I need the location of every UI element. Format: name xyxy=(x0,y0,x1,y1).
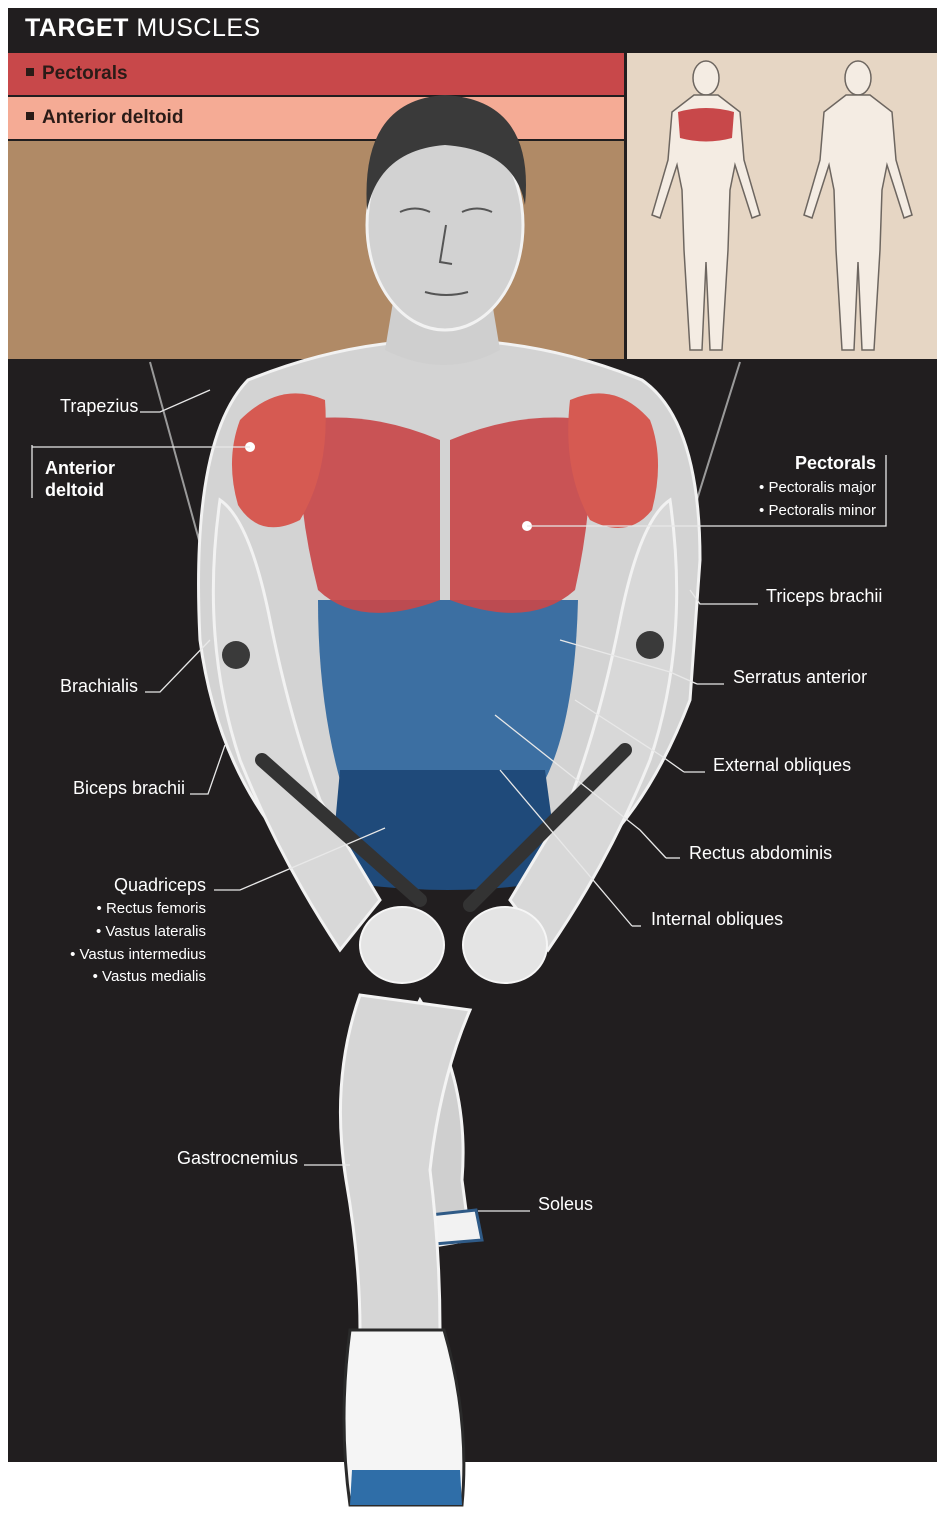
label-soleus: Soleus xyxy=(538,1194,593,1215)
hand-left xyxy=(360,907,444,983)
label-external-obliques: External obliques xyxy=(713,755,851,776)
label-vastus-intermedius: • Vastus intermedius xyxy=(40,943,206,966)
label-vastus-medialis: • Vastus medialis xyxy=(40,965,206,988)
label-pectorals: Pectorals xyxy=(700,453,876,474)
label-rectus-abdominis: Rectus abdominis xyxy=(689,843,832,864)
label-anterior-deltoid-line2: deltoid xyxy=(45,480,104,501)
label-brachialis: Brachialis xyxy=(60,676,138,697)
abdomen xyxy=(318,600,578,780)
label-triceps-brachii: Triceps brachii xyxy=(766,586,882,607)
label-biceps-brachii: Biceps brachii xyxy=(73,778,185,799)
body-map-front xyxy=(652,61,760,350)
label-gastrocnemius: Gastrocnemius xyxy=(177,1148,298,1169)
label-vastus-lateralis: • Vastus lateralis xyxy=(40,920,206,943)
label-serratus-anterior: Serratus anterior xyxy=(733,667,867,688)
label-anterior-deltoid-line1: Anterior xyxy=(45,458,115,479)
label-internal-obliques: Internal obliques xyxy=(651,909,783,930)
label-pectoralis-major: • Pectoralis major xyxy=(700,476,876,499)
body-map-back xyxy=(804,61,912,350)
label-pectoralis-minor: • Pectoralis minor xyxy=(700,499,876,522)
label-rectus-femoris: • Rectus femoris xyxy=(40,897,206,920)
label-quadriceps: Quadriceps xyxy=(40,875,206,896)
hand-right xyxy=(463,907,547,983)
label-trapezius: Trapezius xyxy=(60,396,138,417)
